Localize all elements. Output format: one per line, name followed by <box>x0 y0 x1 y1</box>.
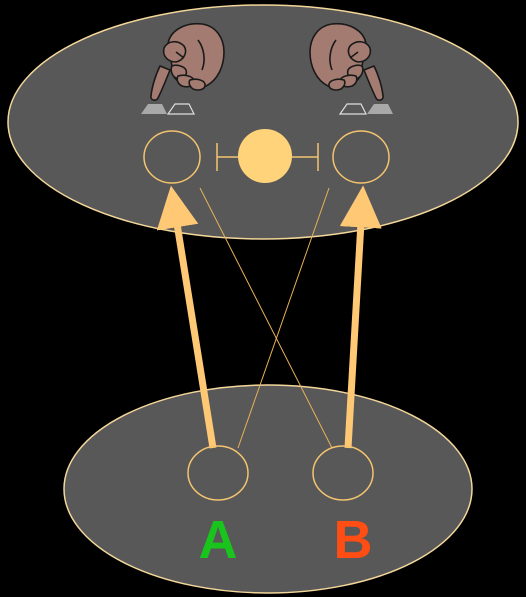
pointing-hand-icon <box>150 22 225 101</box>
strong-arrow-a <box>156 185 217 449</box>
lower-neuron-b <box>312 445 374 501</box>
strong-arrow-b <box>339 185 382 449</box>
upper-plate <box>7 4 519 240</box>
weak-connection-a-to-right <box>199 187 333 449</box>
pointing-hand-icon <box>309 22 384 101</box>
upper-left-neuron <box>143 130 201 184</box>
label-b: B <box>334 510 373 570</box>
lower-neuron-a <box>187 445 249 501</box>
label-a: A <box>199 510 238 570</box>
lever-pedal-icon <box>338 103 393 115</box>
upper-right-neuron <box>332 130 390 184</box>
lever-pedal-icon <box>141 103 195 115</box>
central-connector <box>216 143 319 171</box>
central-node <box>238 129 292 183</box>
lower-plate <box>63 384 473 594</box>
weak-connection-b-to-left <box>237 187 330 449</box>
